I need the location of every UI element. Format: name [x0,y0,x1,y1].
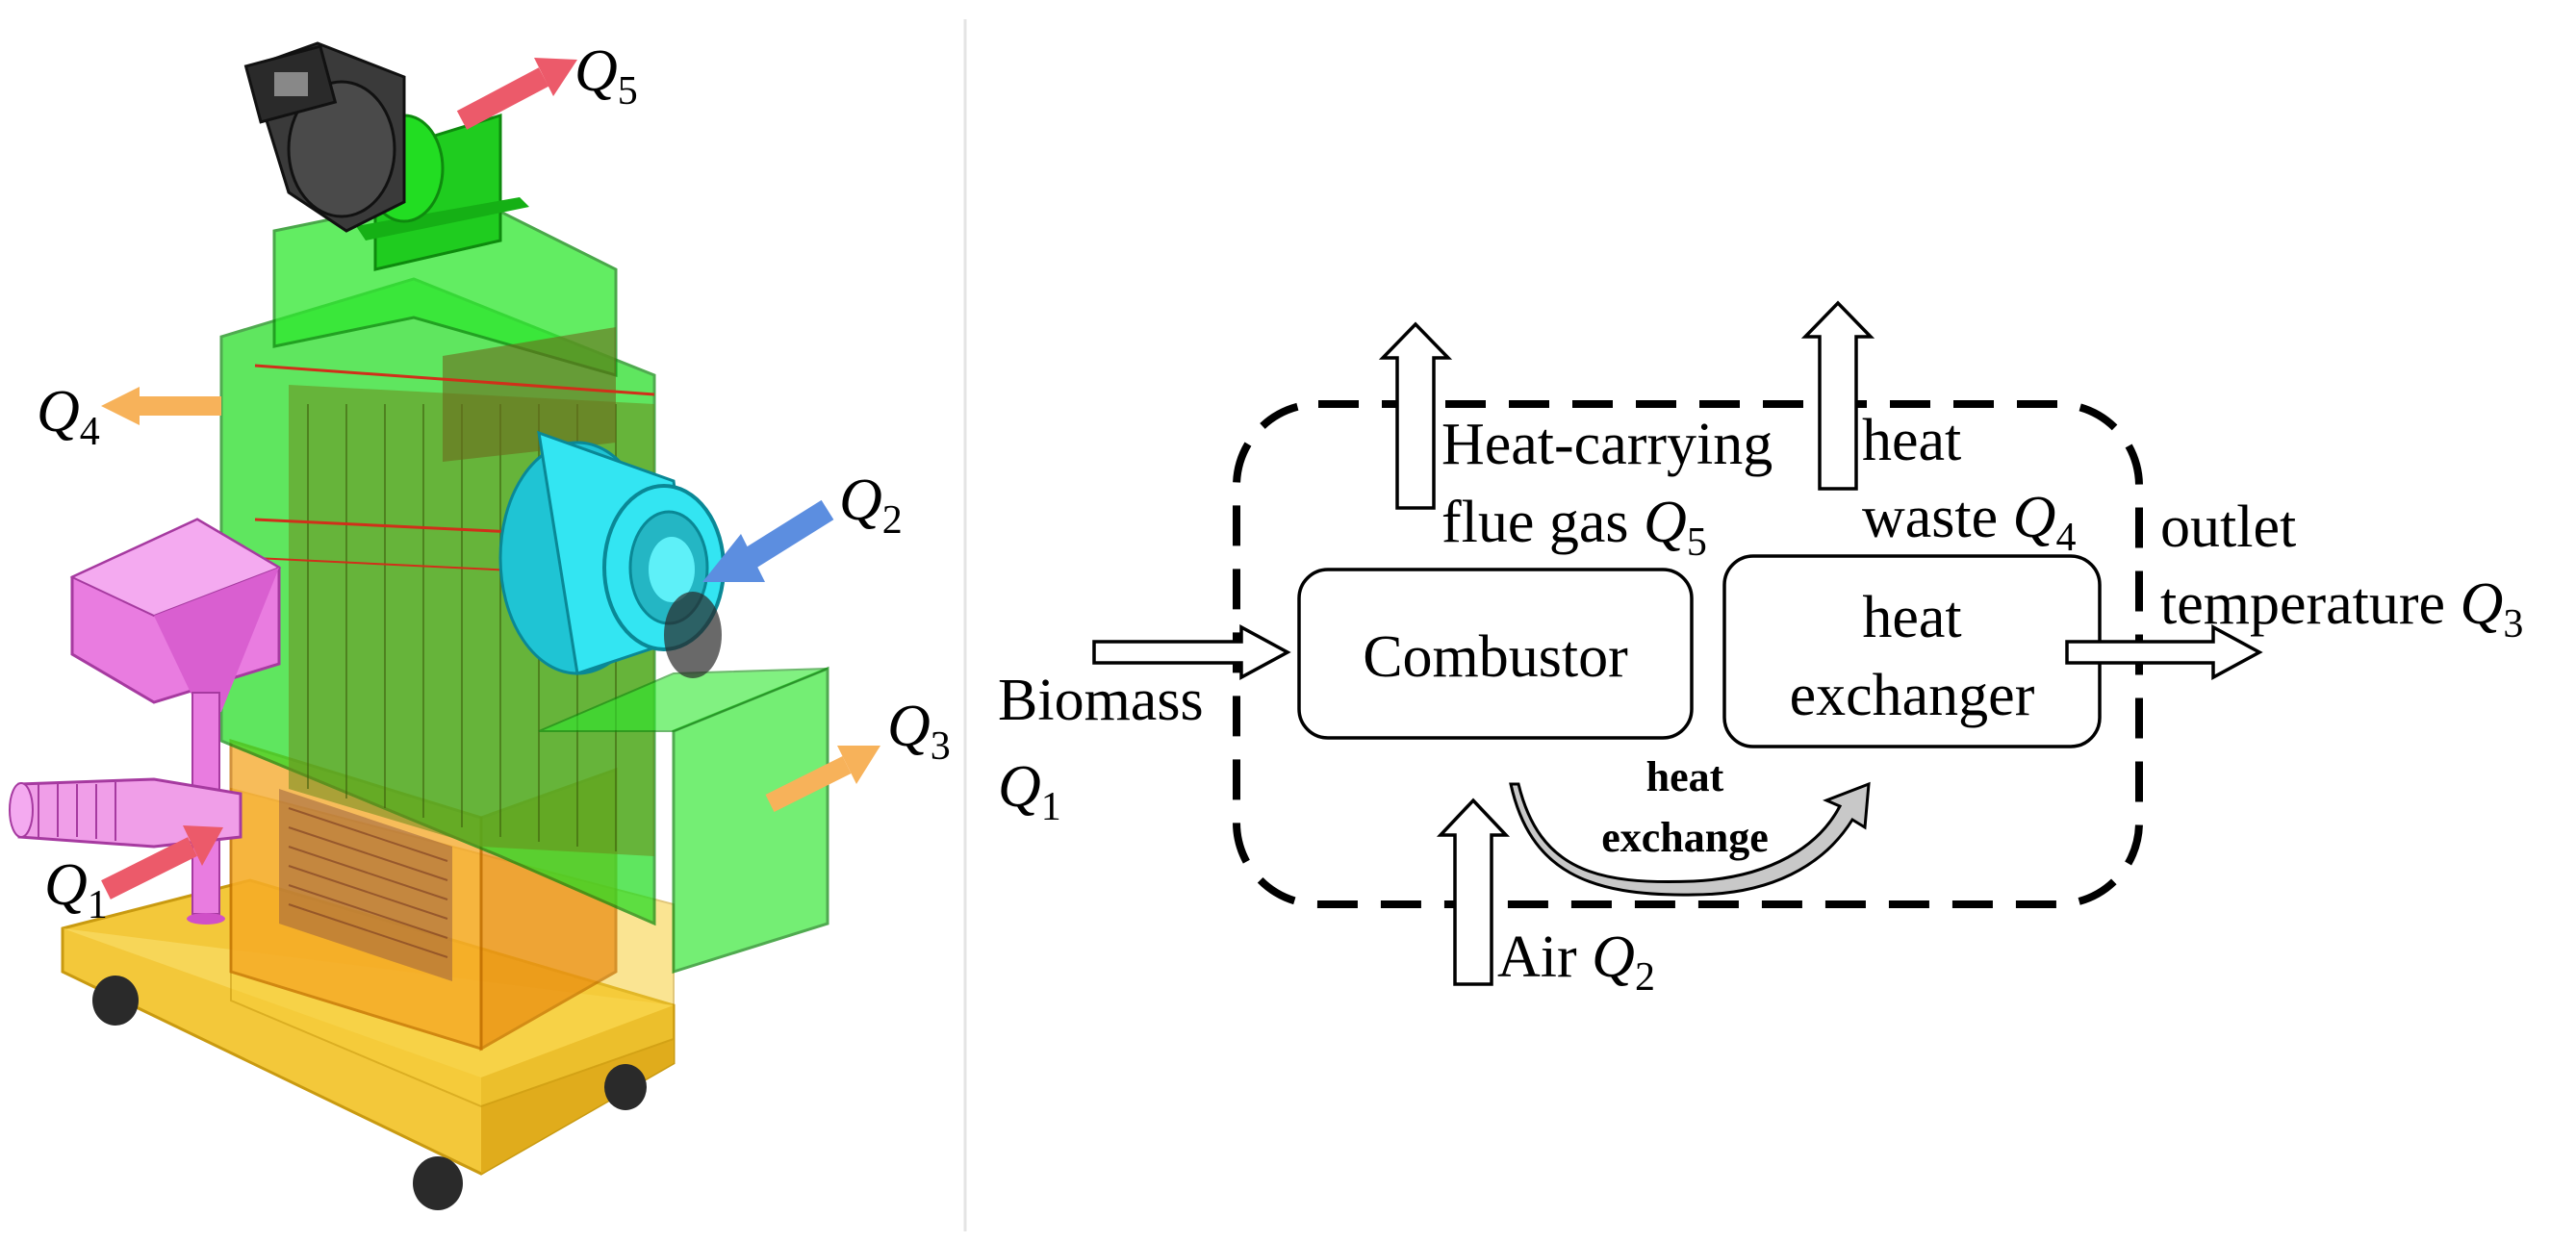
heat-exchange-label-line1: heat [1646,753,1724,800]
flow-arrow-q2 [702,499,834,582]
biomass-q-label: Q1 [998,754,1061,829]
combustor-box [1297,568,1694,740]
heat-exchanger-label-line2: exchanger [1790,663,2035,728]
label-q4: Q4 [37,379,100,454]
outlet-duct [538,666,829,975]
heat-waste-arrow [1800,300,1875,491]
biomass-inlet-arrow [1092,624,1291,680]
heat-waste-label-line1: heat [1862,408,1961,473]
label-q1: Q1 [44,852,108,927]
label-q2: Q2 [839,468,903,543]
outlet-label-line2: temperature Q3 [2160,571,2523,646]
equipment-illustration: Q5 Q4 Q2 Q3 Q1 [9,38,951,1210]
outlet-label-line1: outlet [2160,494,2296,560]
heat-exchange-label-line2: exchange [1601,814,1769,861]
heat-exchanger-label-line1: heat [1862,585,1961,650]
label-q3: Q3 [887,694,951,769]
outlet-arrow [2065,624,2263,680]
flow-arrow-q1 [101,825,223,900]
exhaust-fan [243,41,529,271]
heat-exchange-arrow [1509,781,1871,897]
flue-gas-arrow [1378,321,1453,510]
flow-arrow-q3 [765,746,880,812]
flue-gas-label-line2: flue gas Q5 [1441,490,1707,565]
fuel-hopper [9,518,282,925]
flue-gas-label-line1: Heat-carrying [1441,412,1773,477]
combustor-label: Combustor [1363,624,1628,690]
air-inlet-arrow [1436,798,1511,986]
block-diagram: Combustor heat exchanger Biomass Q1 outl… [998,300,2523,1000]
label-q5: Q5 [574,38,638,114]
heat-waste-label-line2: waste Q4 [1862,485,2076,560]
flow-arrow-q4 [101,387,221,425]
flow-arrow-q5 [456,58,577,130]
air-blower [498,430,726,678]
biomass-label: Biomass [998,668,1204,733]
wheel-icon [92,976,647,1210]
air-label: Air Q2 [1497,925,1655,1000]
